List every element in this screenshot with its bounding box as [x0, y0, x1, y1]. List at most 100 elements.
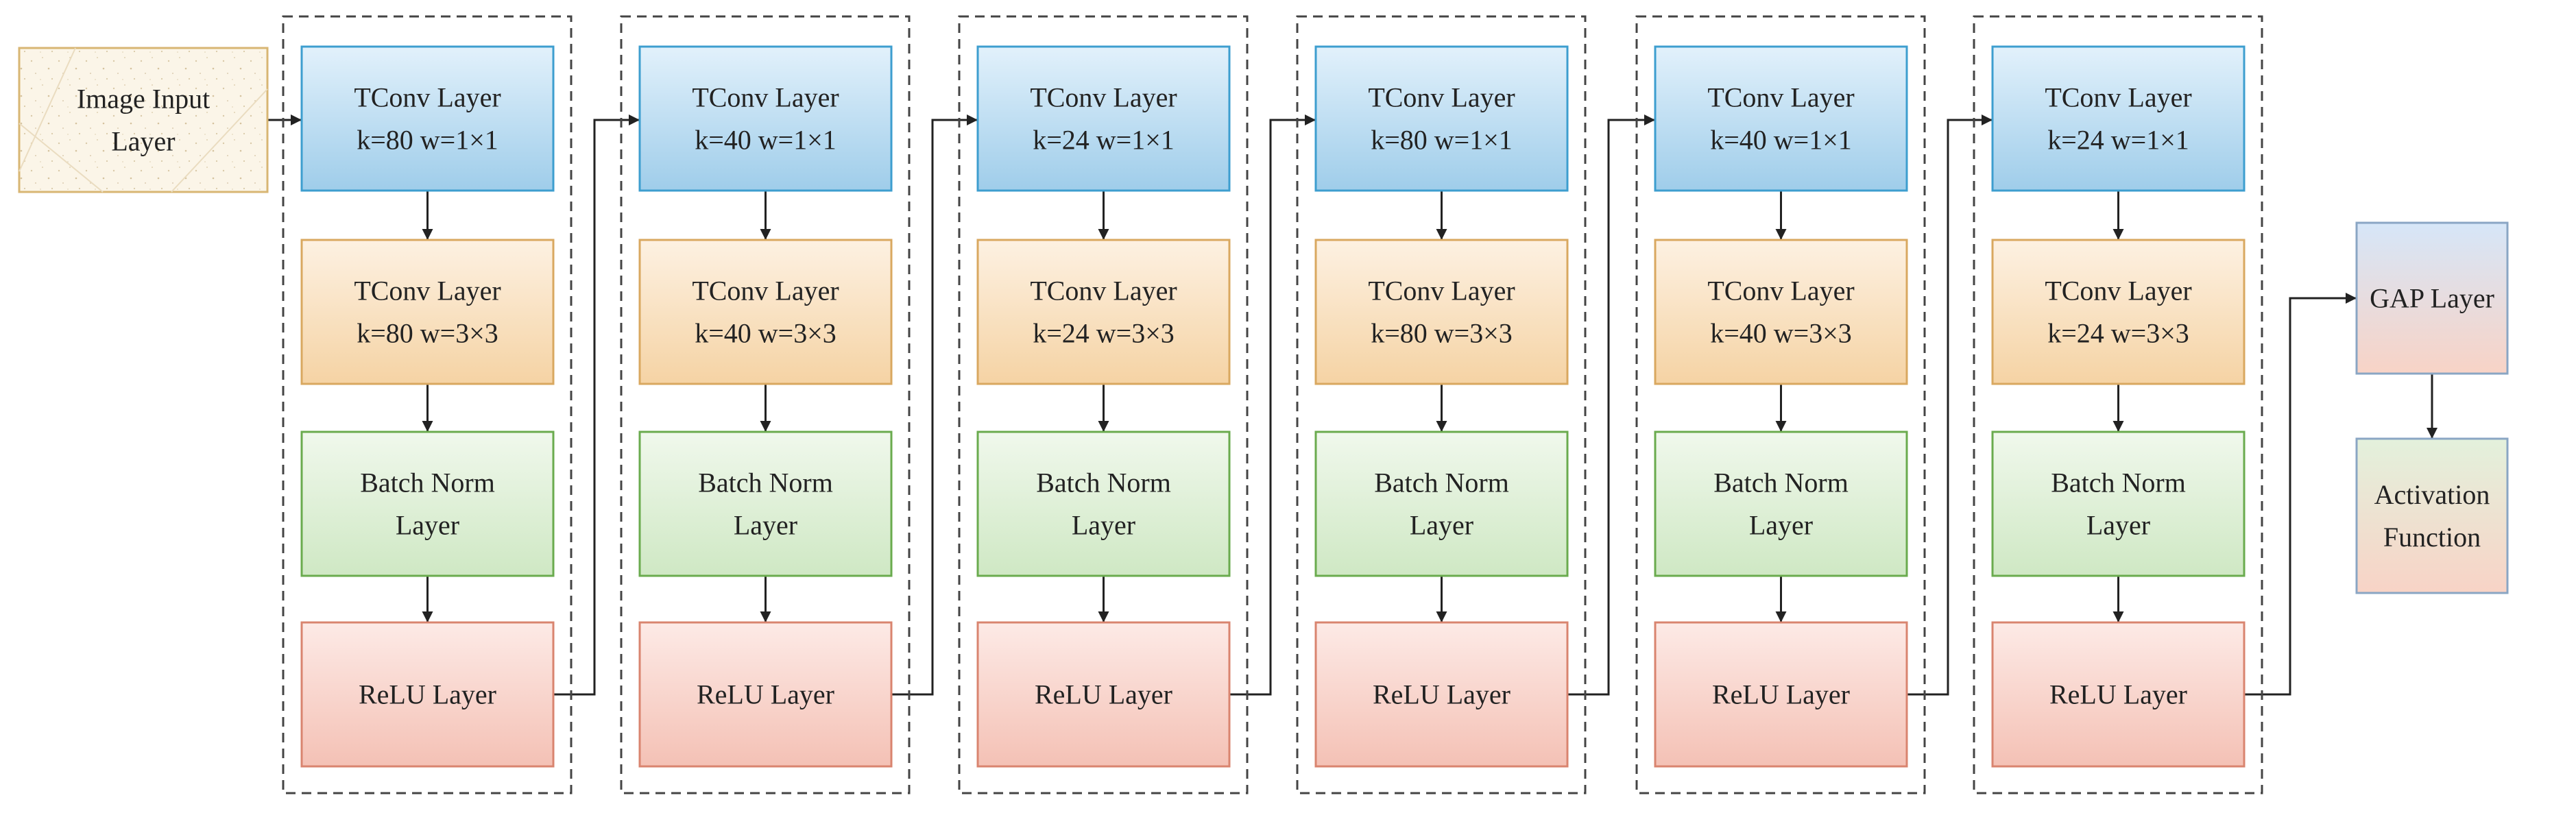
block-1-batch-norm-box [300, 430, 555, 577]
block-4-relu-box [1314, 621, 1569, 768]
connector-block-3-to-block-4 [1229, 114, 1316, 696]
block-3-tconv-3x3-line2: k=24 w=3×3 [1033, 318, 1175, 349]
block-4-group [1296, 15, 1587, 794]
block-4-relu-line1: ReLU Layer [1373, 679, 1510, 710]
block-1-tconv-1x1-line2: k=80 w=1×1 [357, 125, 498, 156]
block-4-tconv-3x3-line2: k=80 w=3×3 [1371, 318, 1513, 349]
block-2-group [620, 15, 911, 794]
block-3-batch-norm-line1: Batch Norm [1036, 468, 1171, 498]
block-2-tconv-1x1: TConv Layer k=40 w=1×1 [638, 45, 893, 192]
connector-block-1-to-block-2 [553, 114, 640, 696]
block-1-relu-line1: ReLU Layer [359, 679, 496, 710]
block-5-tconv-1x1-box [1654, 45, 1908, 192]
block-5-relu-box [1654, 621, 1908, 768]
block-5-tconv-3x3: TConv Layer k=40 w=3×3 [1654, 239, 1908, 385]
block-3-relu-box [976, 621, 1231, 768]
block-1-relu-box [300, 621, 555, 768]
block-6-tconv-3x3-line2: k=24 w=3×3 [2047, 318, 2189, 349]
gap-layer: GAP Layer [2355, 221, 2509, 375]
image-input-layer-line1: Image Input [77, 84, 210, 114]
block-3-tconv-1x1-line1: TConv Layer [1030, 82, 1177, 113]
block-3-tconv-3x3-box [976, 239, 1231, 385]
block-3-tconv-1x1-box [976, 45, 1231, 192]
block-4-tconv-1x1-line1: TConv Layer [1368, 82, 1515, 113]
connector-block-6-to-gap [2244, 293, 2357, 696]
connector-block-4-to-block-5 [1567, 114, 1655, 696]
block-6-relu-box [1991, 621, 2246, 768]
block-2-relu-line1: ReLU Layer [697, 679, 834, 710]
block-5-tconv-3x3-line2: k=40 w=3×3 [1710, 318, 1852, 349]
block-5-batch-norm-box [1654, 430, 1908, 577]
block-2-batch-norm-line1: Batch Norm [698, 468, 833, 498]
connector-block-5-to-block-6 [1907, 114, 1993, 696]
gap-layer-line1: GAP Layer [2370, 283, 2494, 314]
block-3-relu-line1: ReLU Layer [1035, 679, 1172, 710]
block-5-batch-norm-line2: Layer [1749, 510, 1813, 541]
block-4-batch-norm-line1: Batch Norm [1374, 468, 1509, 498]
block-2-tconv-1x1-line1: TConv Layer [692, 82, 839, 113]
block-2-batch-norm-box [638, 430, 893, 577]
block-3-group [958, 15, 1249, 794]
block-3-batch-norm-box [976, 430, 1231, 577]
block-2-tconv-3x3-line2: k=40 w=3×3 [695, 318, 836, 349]
block-1-tconv-3x3-box [300, 239, 555, 385]
block-4-relu: ReLU Layer [1314, 621, 1569, 768]
block-6-batch-norm-box [1991, 430, 2246, 577]
activation-function-box [2355, 437, 2509, 594]
block-5-relu: ReLU Layer [1654, 621, 1908, 768]
block-6-tconv-3x3: TConv Layer k=24 w=3×3 [1991, 239, 2246, 385]
block-1-group [282, 15, 573, 794]
block-2-batch-norm-line2: Layer [734, 510, 797, 541]
block-3-tconv-3x3-line1: TConv Layer [1030, 276, 1177, 306]
block-6-relu-line1: ReLU Layer [2049, 679, 2187, 710]
block-4-tconv-1x1: TConv Layer k=80 w=1×1 [1314, 45, 1569, 192]
block-5-batch-norm-line1: Batch Norm [1713, 468, 1849, 498]
block-2-relu-box [638, 621, 893, 768]
block-3-tconv-3x3: TConv Layer k=24 w=3×3 [976, 239, 1231, 385]
block-1-batch-norm-line1: Batch Norm [360, 468, 495, 498]
block-3-relu: ReLU Layer [976, 621, 1231, 768]
block-6-tconv-1x1-box [1991, 45, 2246, 192]
block-2-tconv-1x1-box [638, 45, 893, 192]
image-input-layer-line2: Layer [111, 126, 175, 157]
activation-function-line2: Function [2383, 522, 2481, 553]
block-5-group [1635, 15, 1926, 794]
block-4-tconv-3x3-line1: TConv Layer [1368, 276, 1515, 306]
block-4-batch-norm-line2: Layer [1410, 510, 1473, 541]
block-6-batch-norm-line1: Batch Norm [2051, 468, 2186, 498]
block-6-tconv-1x1-line2: k=24 w=1×1 [2047, 125, 2189, 156]
edges [267, 114, 2437, 696]
block-4-batch-norm-box [1314, 430, 1569, 577]
connector-block-2-to-block-3 [891, 114, 978, 696]
block-5-tconv-3x3-line1: TConv Layer [1707, 276, 1854, 306]
block-5-tconv-3x3-box [1654, 239, 1908, 385]
block-6-batch-norm-line2: Layer [2086, 510, 2150, 541]
block-3-batch-norm-line2: Layer [1072, 510, 1135, 541]
block-4-tconv-1x1-line2: k=80 w=1×1 [1371, 125, 1513, 156]
block-4-tconv-3x3-box [1314, 239, 1569, 385]
input-crease-lines [19, 47, 268, 193]
block-5-tconv-1x1-line2: k=40 w=1×1 [1710, 125, 1852, 156]
block-6-tconv-3x3-line1: TConv Layer [2045, 276, 2191, 306]
block-6-tconv-3x3-box [1991, 239, 2246, 385]
block-1-tconv-3x3-line2: k=80 w=3×3 [357, 318, 498, 349]
block-6-relu: ReLU Layer [1991, 621, 2246, 768]
block-5-relu-line1: ReLU Layer [1712, 679, 1850, 710]
block-2-relu: ReLU Layer [638, 621, 893, 768]
block-2-tconv-1x1-line2: k=40 w=1×1 [695, 125, 836, 156]
